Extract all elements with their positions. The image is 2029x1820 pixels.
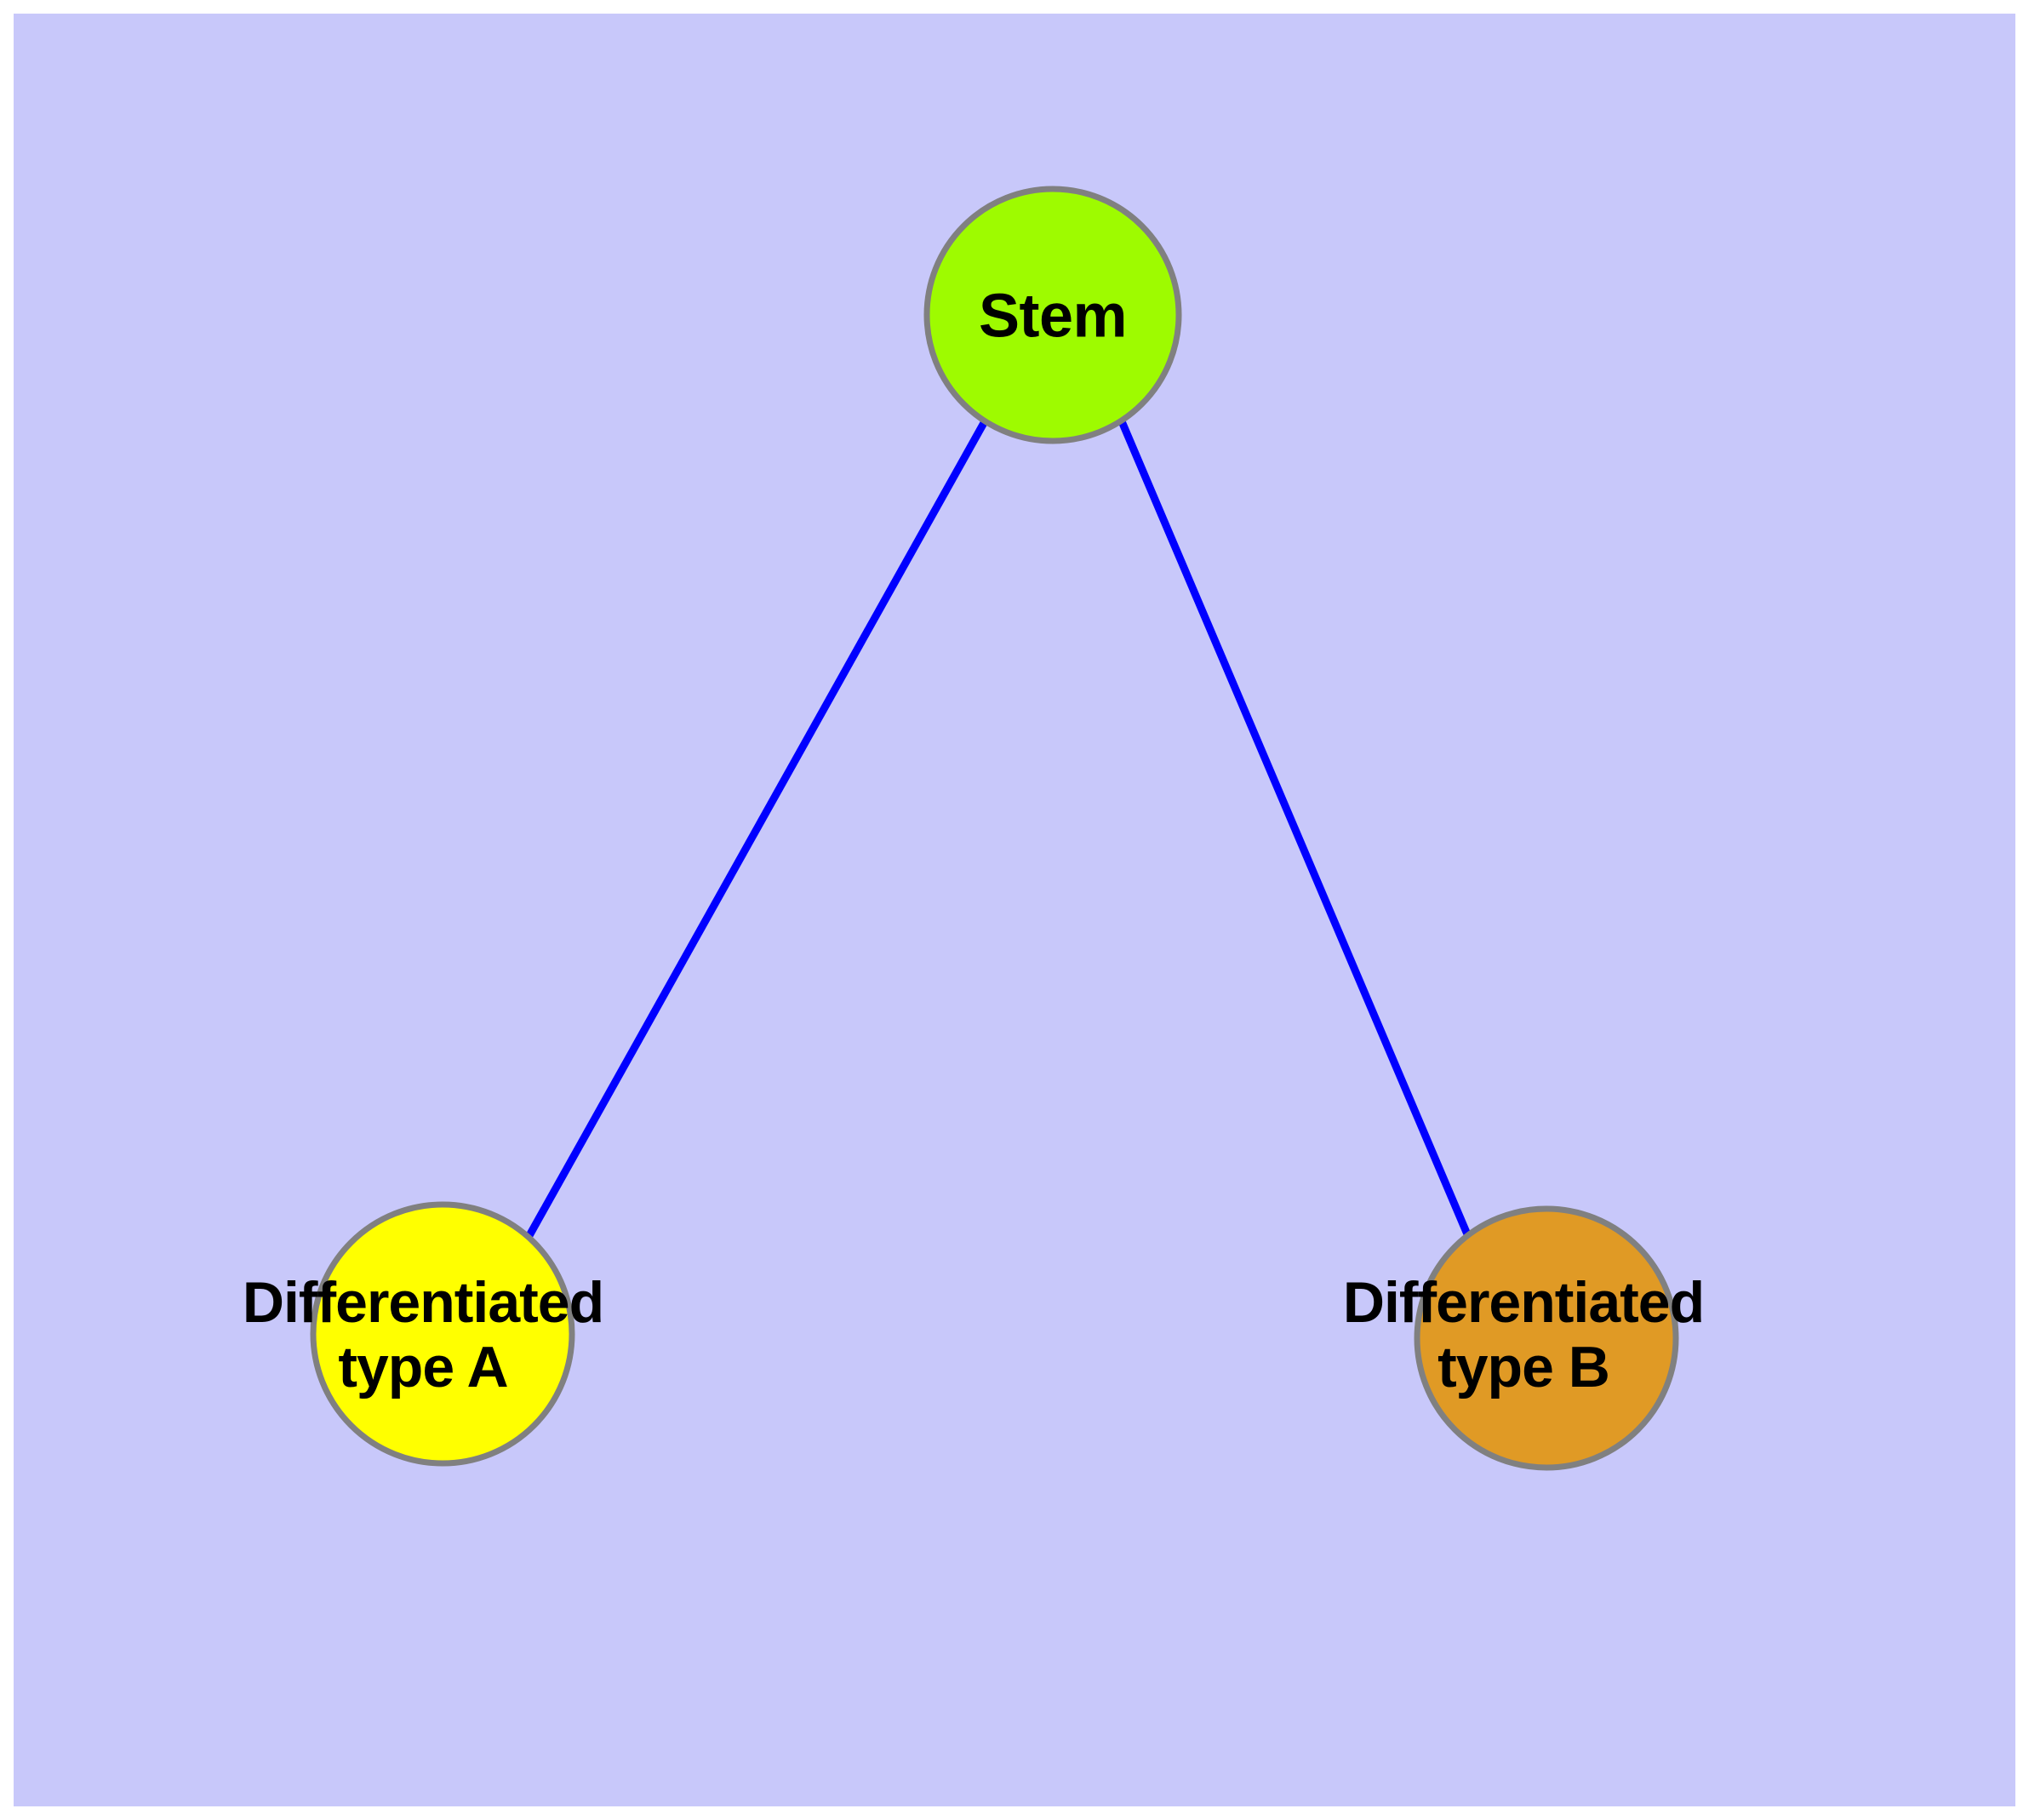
graph-edge[interactable] [524,419,988,1241]
graph-node-diff_b[interactable] [1414,1205,1679,1471]
graph-node-diff_a[interactable] [310,1201,575,1467]
edges-layer [524,419,1474,1242]
graph-node-stem[interactable] [923,186,1182,444]
graph-edge[interactable] [1117,420,1474,1242]
nodes-layer [310,186,1679,1471]
